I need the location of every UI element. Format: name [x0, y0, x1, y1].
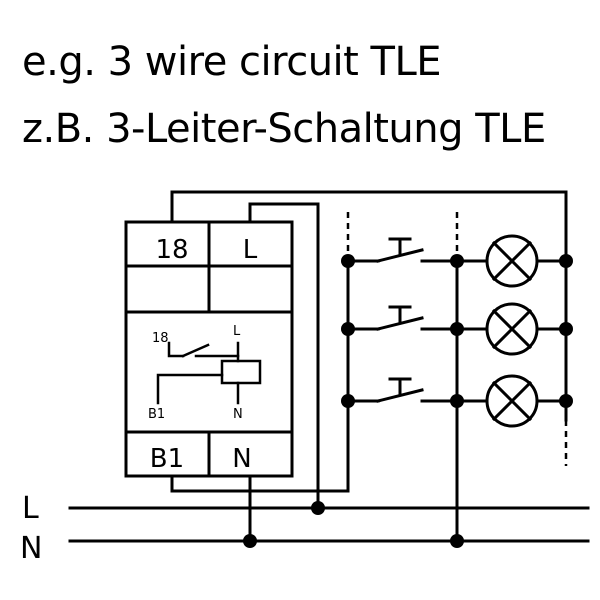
push-button-1: [376, 237, 424, 263]
junction-dots: [243, 254, 573, 548]
terminal-label-b1: B1: [150, 444, 184, 474]
schematic-label-n: N: [233, 407, 243, 422]
contact-18-lead: [167, 341, 185, 358]
coil-b1-lead: [156, 373, 224, 405]
bus-label-n: N: [20, 531, 42, 566]
wiring: [68, 190, 590, 543]
title-english: e.g. 3 wire circuit TLE: [22, 39, 442, 85]
schematic-label-b1: B1: [148, 407, 165, 422]
bus-label-l: L: [22, 491, 39, 526]
push-button-2: [376, 305, 424, 331]
wire-terminal-l-to-l: [248, 202, 320, 510]
wire-terminal-b1-to-buttons: [170, 259, 350, 493]
terminal-label-18: 18: [155, 235, 188, 265]
wire-terminal-18-to-lamps: [170, 190, 568, 422]
title-german: z.B. 3-Leiter-Schaltung TLE: [22, 106, 546, 152]
terminal-label-n: N: [232, 444, 251, 474]
relay-contact: [181, 343, 210, 358]
terminal-label-l: L: [243, 235, 258, 265]
relay-module: [124, 220, 294, 478]
push-button-3: [376, 377, 424, 403]
schematic-label-18: 18: [152, 331, 169, 346]
lamp-3: [485, 374, 539, 428]
lamp-1: [485, 234, 539, 288]
relay-internal-schematic: [156, 341, 262, 405]
relay-coil: [220, 359, 262, 385]
continuation-dashes: [346, 212, 568, 466]
schematic-label-l: L: [233, 324, 241, 339]
lamp-2: [485, 302, 539, 356]
